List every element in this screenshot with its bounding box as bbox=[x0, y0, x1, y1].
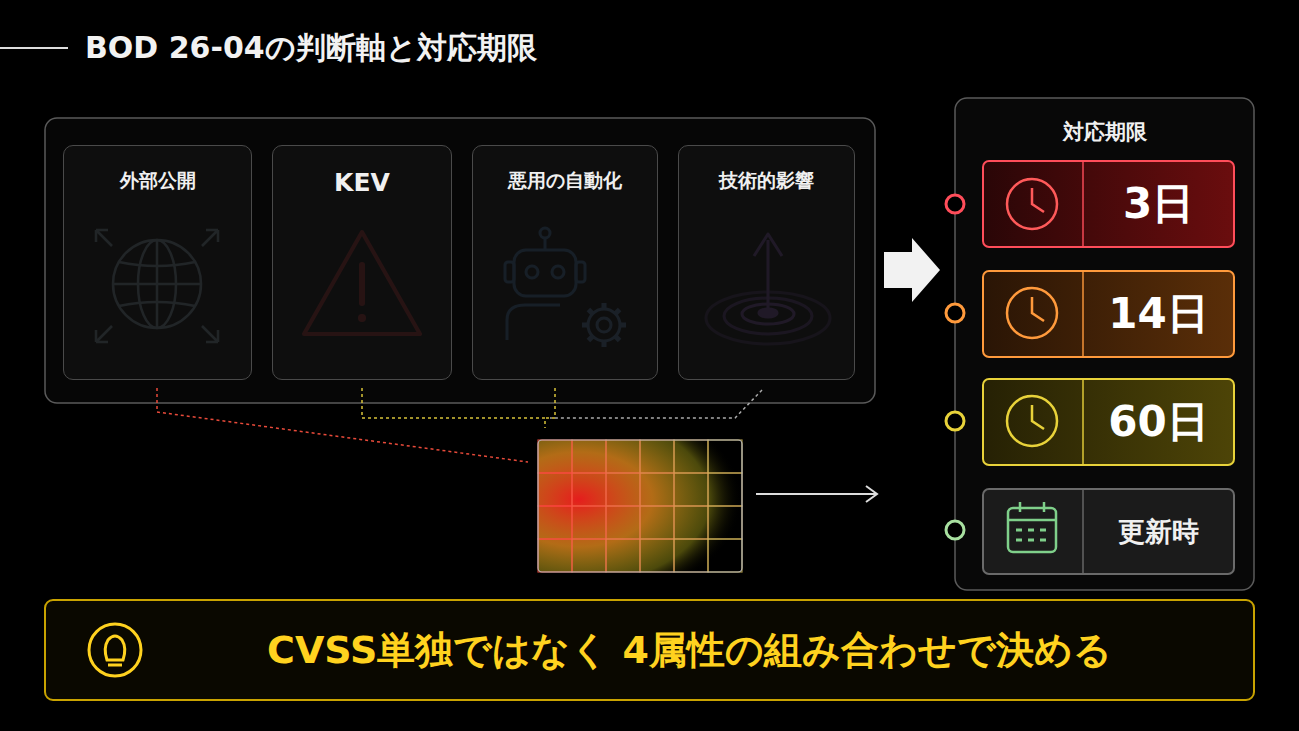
deadline-value: 60日 bbox=[1108, 394, 1208, 450]
grid-cell bbox=[708, 506, 742, 539]
grid-cell bbox=[674, 440, 708, 473]
timeline-dots bbox=[946, 195, 964, 539]
row-divider bbox=[1082, 380, 1084, 464]
grid-cell bbox=[538, 506, 572, 539]
grid-cell bbox=[606, 506, 640, 539]
criterion-card: 外部公開 bbox=[63, 145, 252, 380]
heatmap-glow bbox=[538, 440, 742, 572]
grid-cell bbox=[538, 473, 572, 506]
conclusion-banner: CVSS単独ではなく 4属性の組み合わせで決める bbox=[45, 600, 1254, 700]
row-divider bbox=[1082, 162, 1084, 246]
node-label: 悪用の自動化 bbox=[508, 168, 622, 379]
grid-frame bbox=[538, 440, 742, 572]
conclusion-text: CVSS単独ではなく 4属性の組み合わせで決める bbox=[267, 625, 1112, 676]
deadline-row: 60日 bbox=[982, 378, 1235, 466]
grid-cell bbox=[708, 473, 742, 506]
grid-cell bbox=[640, 506, 674, 539]
node-label: 技術的影響 bbox=[719, 168, 814, 379]
grid-cell bbox=[538, 539, 572, 572]
grid-arrow bbox=[756, 486, 877, 502]
criterion-card: 技術的影響 bbox=[678, 145, 855, 380]
timeline bbox=[954, 204, 957, 530]
deadline-panel-frame bbox=[955, 98, 1254, 590]
flow-arrow bbox=[884, 238, 940, 302]
grid-cell bbox=[674, 539, 708, 572]
deadline-panel: 対応期限3日14日60日更新時 bbox=[955, 98, 1254, 590]
deadline-row: 3日 bbox=[982, 160, 1235, 248]
row-divider bbox=[1082, 272, 1084, 356]
deadline-value: 更新時 bbox=[1118, 514, 1199, 550]
criterion-card: KEV bbox=[272, 145, 452, 380]
banner-frame bbox=[45, 600, 1254, 700]
deadline-value: 14日 bbox=[1108, 286, 1208, 342]
calendar-icon bbox=[1008, 502, 1056, 552]
grid-cell bbox=[708, 440, 742, 473]
grid-cell bbox=[640, 473, 674, 506]
grid-cell bbox=[674, 506, 708, 539]
grid-cell bbox=[708, 539, 742, 572]
grid-cell bbox=[538, 440, 572, 473]
grid-cell bbox=[640, 440, 674, 473]
clock-icons bbox=[1007, 179, 1057, 446]
grid-cell bbox=[572, 506, 606, 539]
grid-cell bbox=[572, 440, 606, 473]
row-divider bbox=[1082, 490, 1084, 573]
heatmap-grid bbox=[538, 440, 742, 572]
grid-cell bbox=[606, 539, 640, 572]
lightbulb-icon bbox=[89, 624, 141, 676]
grid-cell bbox=[606, 440, 640, 473]
grid-cell bbox=[572, 539, 606, 572]
criterion-card: 悪用の自動化 bbox=[472, 145, 658, 380]
criteria-panel bbox=[45, 118, 875, 403]
deadline-row: 更新時 bbox=[982, 488, 1235, 575]
title-rule bbox=[0, 47, 68, 49]
grid-cell bbox=[640, 539, 674, 572]
grid-cell bbox=[572, 473, 606, 506]
deadline-value: 3日 bbox=[1123, 176, 1194, 232]
grid-cell bbox=[674, 473, 708, 506]
deadline-row: 14日 bbox=[982, 270, 1235, 358]
node-label: 外部公開 bbox=[120, 168, 196, 379]
node-label: KEV bbox=[334, 168, 390, 379]
title: BOD 26-04の判断軸と対応期限 bbox=[85, 28, 537, 69]
grid-cell bbox=[606, 473, 640, 506]
